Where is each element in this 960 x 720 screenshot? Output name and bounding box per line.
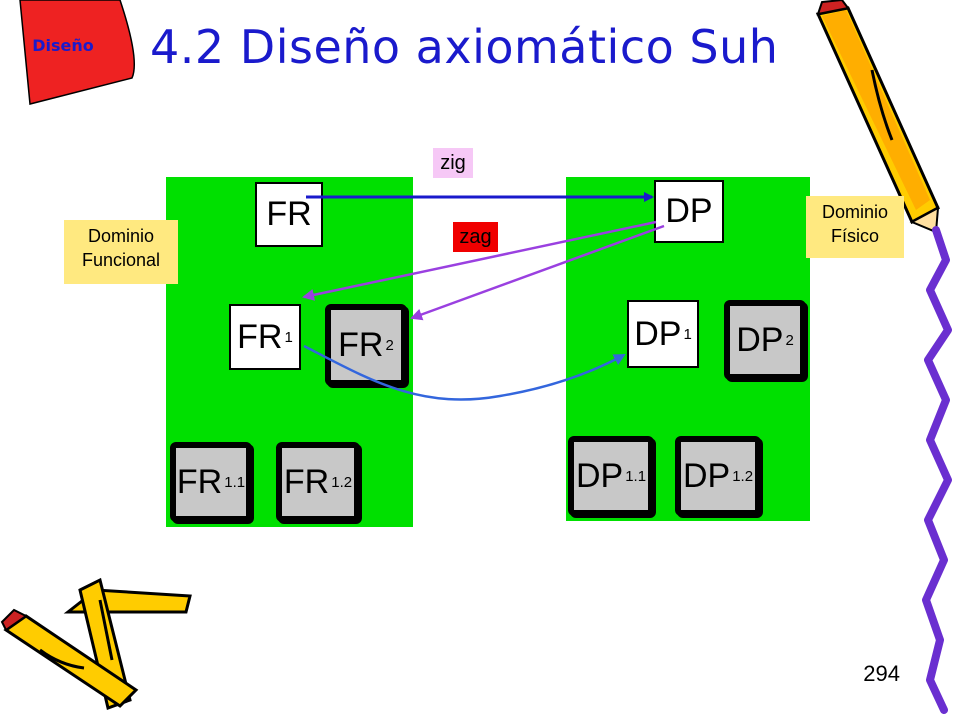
node-fr11-subscript: 1.1 <box>224 473 246 491</box>
node-dp12-subscript: 1.2 <box>732 467 754 485</box>
corner-tag: Diseño <box>32 36 94 55</box>
pencils-illustration-bottom-left <box>0 577 192 710</box>
node-fr11-label: FR <box>176 462 223 501</box>
node-dp1-subscript: 1 <box>683 325 692 343</box>
slide-title: 4.2 Diseño axiomático Suh <box>150 20 779 74</box>
node-dp1-label: DP <box>634 314 682 353</box>
node-dp12-label: DP <box>682 456 731 495</box>
functional-domain-label: Dominio Funcional <box>64 220 178 284</box>
node-fr12-subscript: 1.2 <box>331 473 353 491</box>
node-fr1-label: FR <box>237 317 283 356</box>
zag-arrow-dp-to-fr2 <box>410 224 665 321</box>
node-dp2-label: DP <box>736 320 784 359</box>
node-fr: FR <box>255 182 323 247</box>
physical-domain-label-line2: Físico <box>830 226 879 246</box>
zag-arrow-dp-to-fr1 <box>302 220 657 301</box>
pencil-illustration-top-right <box>815 0 940 234</box>
zig-arrow-fr1-to-dp1 <box>303 344 626 401</box>
node-dp11-subscript: 1.1 <box>625 467 647 485</box>
node-fr-label: FR <box>266 195 312 233</box>
node-fr2-label: FR <box>338 325 384 364</box>
functional-domain-label-line1: Dominio <box>87 226 155 246</box>
physical-domain-label: Dominio Físico <box>806 196 904 258</box>
node-dp2-subscript: 2 <box>785 331 794 349</box>
node-fr1-subscript: 1 <box>284 328 293 346</box>
functional-domain-label-line2: Funcional <box>81 250 161 270</box>
page-number: 294 <box>863 661 900 686</box>
node-dp: DP <box>654 180 724 243</box>
node-fr12-label: FR <box>283 462 330 501</box>
corner-wedge <box>19 0 136 105</box>
node-fr2-subscript: 2 <box>385 336 394 354</box>
zig-label: zig <box>433 148 473 178</box>
physical-domain-label-line1: Dominio <box>821 202 889 222</box>
zag-label: zag <box>453 222 498 252</box>
node-dp11-label: DP <box>575 456 624 495</box>
node-dp-label: DP <box>665 192 713 230</box>
zigzag-decoration <box>922 226 952 714</box>
